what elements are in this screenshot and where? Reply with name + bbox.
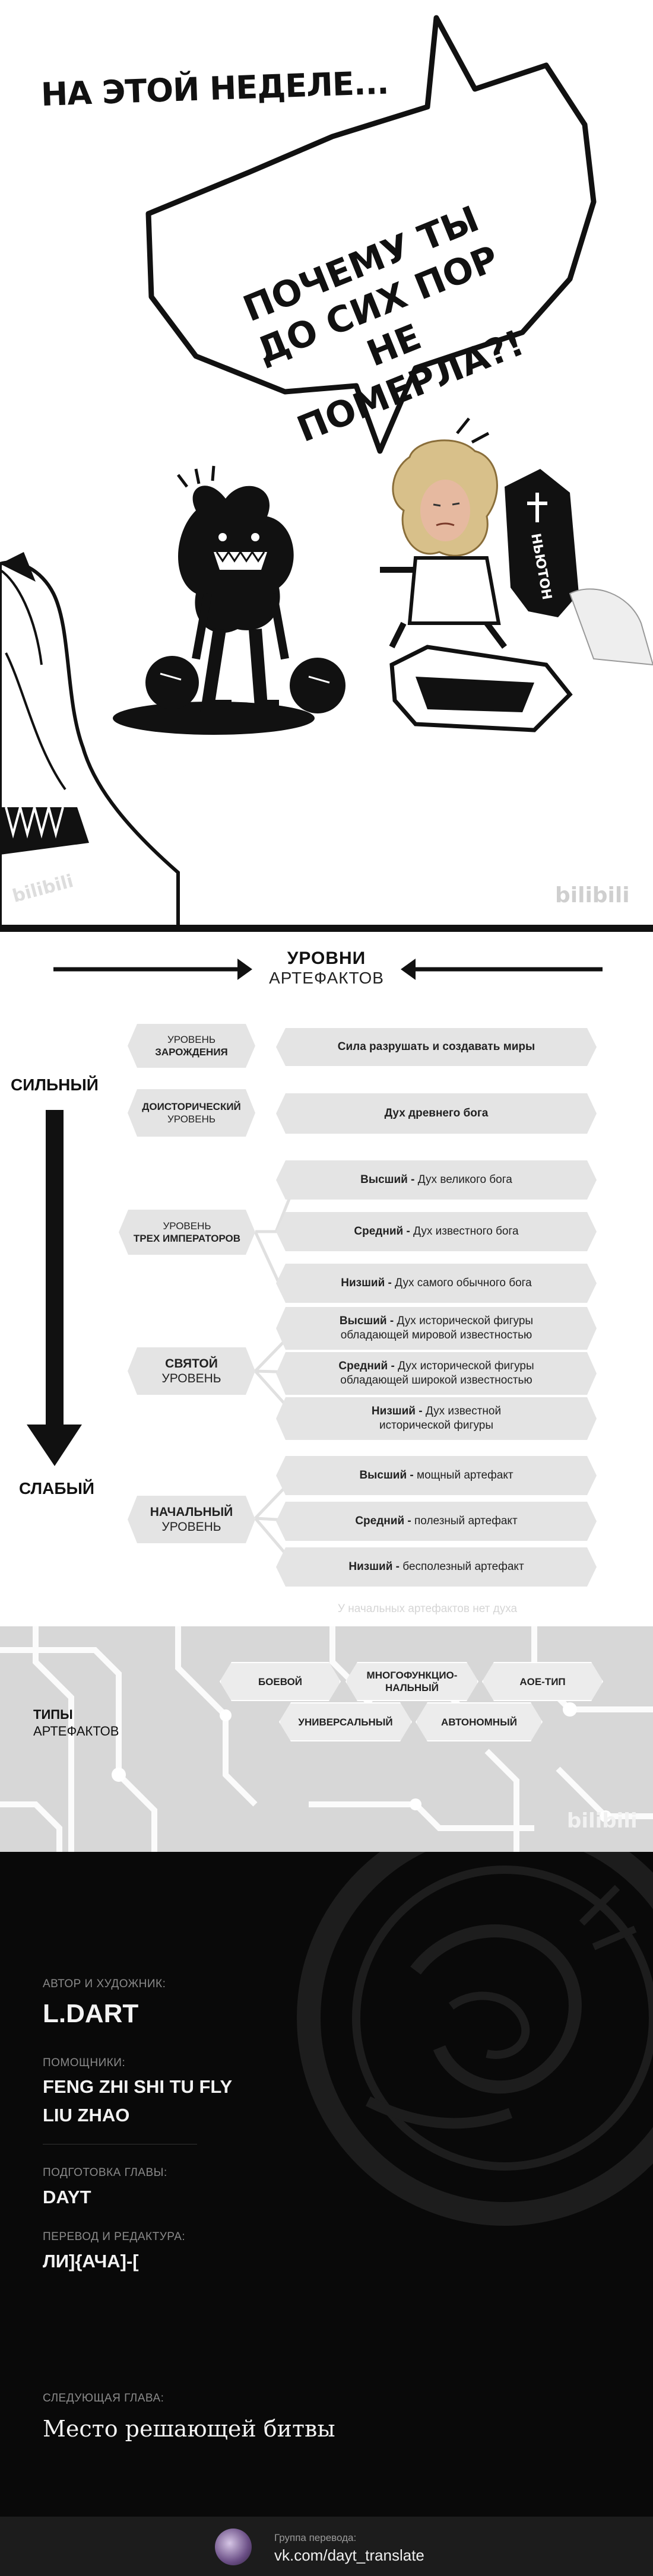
translate-name: ЛИ]{АЧА]-[ — [43, 2251, 139, 2272]
type-badge: УНИВЕРСАЛЬНЫЙ — [279, 1702, 412, 1741]
item-text: Дух исторической фигуры — [398, 1360, 534, 1372]
types-label-sub: АРТЕФАКТОВ — [33, 1724, 119, 1739]
tier-item: Высший - Дух исторической фигуры обладающ… — [276, 1307, 597, 1350]
strong-label: СИЛЬНЫЙ — [11, 1076, 99, 1094]
category-line: УРОВЕНЬ — [161, 1520, 221, 1534]
category-line: СВЯТОЙ — [165, 1357, 218, 1371]
item-prefix: Средний - — [338, 1360, 398, 1372]
levels-decoration — [27, 959, 603, 1568]
item-text-2: обладающей широкой известностью — [340, 1374, 532, 1387]
levels-title: УРОВНИ АРТЕФАКТОВ — [249, 948, 404, 988]
tier-item: Низший - бесполезный артефакт — [276, 1547, 597, 1587]
item-text: Дух известной — [425, 1405, 502, 1417]
item-prefix: Высший - — [339, 1315, 397, 1327]
footer: Группа перевода: vk.com/dayt_translate — [0, 2517, 653, 2576]
comic-panel: НЬЮТОН НА ЭТОЙ НЕДЕЛЕ... ПОЧЕМУ ТЫ ДО СИ… — [0, 0, 653, 932]
tier-item: Средний - полезный артефакт — [276, 1502, 597, 1541]
item-text: Дух великого бога — [417, 1173, 512, 1186]
tier-item: Средний - Дух исторической фигуры обладаю… — [276, 1352, 597, 1395]
author-name: L.DART — [43, 1999, 139, 2028]
item-text-2: исторической фигуры — [379, 1419, 493, 1432]
item-text: Дух самого обычного бога — [395, 1277, 532, 1289]
category-line: НАЧАЛЬНЫЙ — [150, 1505, 233, 1519]
category-line: УРОВЕНЬ — [163, 1220, 211, 1232]
item-prefix: Низший - — [348, 1560, 403, 1573]
next-chapter-title: Место решающей битвы — [43, 2416, 335, 2442]
tier-item: Сила разрушать и создавать миры — [276, 1028, 597, 1066]
item-prefix: Средний - — [354, 1225, 414, 1238]
item-prefix: Высший - — [359, 1469, 417, 1481]
levels-title-sub: АРТЕФАКТОВ — [269, 969, 384, 987]
item-text: Дух древнего бога — [384, 1107, 489, 1119]
tier-item: Высший - Дух великого бога — [276, 1160, 597, 1200]
tier-item: Средний - Дух известного бога — [276, 1212, 597, 1251]
item-text: Дух исторической фигуры — [397, 1315, 534, 1327]
item-prefix: Низший - — [371, 1405, 426, 1417]
girl-partial-left — [0, 552, 180, 932]
category-line: ТРЕХ ИМПЕРАТОРОВ — [133, 1233, 241, 1244]
newton-figure — [380, 417, 507, 649]
category-line: УРОВЕНЬ — [167, 1034, 216, 1045]
category-line: УРОВЕНЬ — [161, 1372, 221, 1385]
category-line: ДОИСТОРИЧЕСКИЙ — [142, 1101, 241, 1112]
author-label: АВТОР И ХУДОЖНИК: — [43, 1978, 166, 1990]
prep-label: ПОДГОТОВКА ГЛАВЫ: — [43, 2166, 167, 2179]
weak-label: СЛАБЫЙ — [19, 1479, 95, 1498]
tier-item: Низший - Дух известной исторической фигур… — [276, 1397, 597, 1440]
watermark-right: bilibili — [555, 883, 630, 908]
group-label: Группа перевода: — [274, 2532, 357, 2543]
tier-item: Низший - Дух самого обычного бога — [276, 1264, 597, 1303]
group-link[interactable]: vk.com/dayt_translate — [274, 2546, 424, 2564]
item-text-2: обладающей мировой известностью — [340, 1329, 532, 1341]
note-text: У начальных артефактов нет духа — [337, 1603, 518, 1615]
types-watermark: bilibili — [567, 1809, 638, 1833]
next-chapter-label: СЛЕДУЮЩАЯ ГЛАВА: — [43, 2392, 164, 2404]
type-badge: AOE-ТИП — [482, 1662, 603, 1701]
translate-label: ПЕРЕВОД И РЕДАКТУРА: — [43, 2231, 186, 2243]
assistant-name: LIU ZHAO — [43, 2105, 130, 2125]
tier-item: Высший - мощный артефакт — [276, 1456, 597, 1495]
dragon-emblem — [297, 1852, 653, 2226]
coffin-box — [389, 588, 653, 732]
item-prefix: Низший - — [341, 1277, 395, 1289]
item-text: бесполезный артефакт — [402, 1560, 524, 1573]
item-text: Сила разрушать и создавать миры — [337, 1040, 535, 1053]
coffin-lid: НЬЮТОН — [505, 469, 579, 617]
levels-title-main: УРОВНИ — [287, 948, 366, 968]
item-text: мощный артефакт — [417, 1469, 513, 1481]
prep-name: DAYT — [43, 2187, 91, 2207]
type-badge: АВТОНОМНЫЙ — [416, 1702, 543, 1741]
artifact-types-section: ТИПЫ АРТЕФАКТОВ БОЕВОЙ МНОГОФУНКЦИО- НАЛ… — [0, 1626, 653, 1852]
item-prefix: Средний - — [355, 1515, 415, 1527]
credits-section: АВТОР И ХУДОЖНИК: L.DART ПОМОЩНИКИ: FENG… — [0, 1852, 653, 2517]
comic-artwork: НЬЮТОН — [0, 15, 653, 932]
category-line: ЗАРОЖДЕНИЯ — [155, 1046, 228, 1058]
assistants-label: ПОМОЩНИКИ: — [43, 2057, 126, 2069]
tier-item: Дух древнего бога — [276, 1093, 597, 1134]
types-label: ТИПЫ АРТЕФАКТОВ — [33, 1706, 119, 1740]
types-label-title: ТИПЫ — [33, 1707, 73, 1722]
artifact-levels-section: УРОВНИ АРТЕФАКТОВ СИЛЬНЫЙ СЛАБЫЙ УРОВЕНЬ… — [0, 932, 653, 1626]
assistant-name: FENG ZHI SHI TU FLY — [43, 2076, 233, 2097]
speech-bubble — [145, 15, 597, 454]
item-text: полезный артефакт — [414, 1515, 518, 1527]
item-text: Дух известного бога — [413, 1225, 519, 1238]
monster-girl-figure — [145, 465, 345, 713]
item-prefix: Высший - — [360, 1173, 418, 1186]
category-line: УРОВЕНЬ — [167, 1113, 216, 1125]
type-badge: БОЕВОЙ — [220, 1662, 341, 1701]
avatar — [215, 2529, 252, 2565]
type-badge: МНОГОФУНКЦИО- НАЛЬНЫЙ — [345, 1662, 478, 1701]
